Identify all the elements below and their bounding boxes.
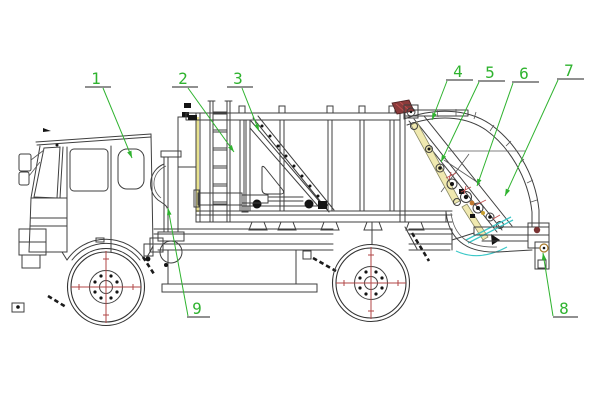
- packing-mechanism: [425, 145, 514, 257]
- front-wall-highlight: [196, 117, 199, 212]
- mirror-lower: [18, 171, 30, 186]
- ladder: [207, 100, 233, 223]
- callout-arrowhead: [167, 208, 172, 216]
- hydraulic-hose: [150, 163, 168, 209]
- rear-bumper: [473, 222, 550, 249]
- callout-leader: [504, 79, 559, 197]
- tailgate-shell-outer: [403, 110, 540, 228]
- tailgate: [391, 99, 550, 270]
- rear-wheel: [331, 243, 411, 323]
- body-bottom-rail: [195, 210, 453, 216]
- body-front-wall: [195, 112, 201, 223]
- cab: [11, 128, 164, 313]
- callout-arrowhead: [541, 253, 547, 261]
- front-mudflap: [47, 294, 67, 309]
- mirror: [18, 153, 32, 172]
- rear-wheel-center-mark: [336, 247, 406, 319]
- ejection-cylinder: [193, 189, 304, 208]
- roof-marker: [43, 128, 51, 132]
- callout-number: 2: [178, 69, 188, 88]
- callout-number: 1: [91, 69, 101, 88]
- callout-5: 5: [440, 63, 505, 163]
- pivot-pin: [481, 211, 485, 215]
- body-rear-wall: [399, 103, 406, 223]
- callout-leader: [542, 252, 554, 317]
- callout-number: 7: [564, 61, 574, 80]
- mudflap-behind-front-wheel: [141, 256, 156, 275]
- front-wheel: [66, 247, 146, 327]
- callout-number: 6: [519, 64, 529, 83]
- ejector-roller: [252, 199, 262, 209]
- tank-bracket: [157, 231, 185, 242]
- loader-link: [465, 216, 514, 244]
- ejector-roller: [304, 199, 314, 209]
- callout-leader: [102, 87, 133, 159]
- callout-arrowhead: [432, 112, 437, 120]
- callout-number: 5: [485, 63, 495, 82]
- callout-arrowhead: [127, 150, 132, 158]
- callout-number: 4: [453, 62, 463, 81]
- callout-leader: [241, 87, 260, 132]
- front-wheel-center-mark: [71, 251, 141, 323]
- door-window: [69, 148, 109, 192]
- callout-arrowhead: [254, 123, 259, 131]
- front-fender: [66, 238, 146, 261]
- tailgate-hinge: [391, 99, 415, 115]
- chassis: [141, 221, 475, 293]
- callout-number: 9: [192, 299, 202, 318]
- exhaust-stack: [143, 150, 185, 267]
- cab-rear-window: [117, 148, 145, 190]
- callout-leader: [187, 87, 235, 153]
- mudflap-behind-rear-wheel: [410, 232, 431, 262]
- ejector-plate: [241, 115, 335, 213]
- callout-number: 8: [559, 299, 569, 318]
- packer-cylinder: [461, 203, 489, 241]
- ejector-guide-rail: [252, 115, 335, 213]
- callout-leader: [440, 81, 480, 163]
- callout-arrowhead: [505, 188, 511, 196]
- ejector-cutout: [261, 165, 285, 195]
- callout-1: 1: [85, 69, 133, 159]
- hopper-trough: [445, 211, 533, 253]
- callouts: 1 2 3 4 5 6 7 8 9: [85, 61, 584, 318]
- callout-arrowhead: [477, 178, 482, 186]
- callout-4: 4: [431, 62, 473, 121]
- callout-leader: [476, 82, 514, 187]
- callout-6: 6: [476, 64, 539, 187]
- pivot-pin: [469, 200, 475, 206]
- tailgate-shell-inner: [406, 117, 533, 228]
- callout-arrowhead: [228, 144, 234, 152]
- cargo-body: [177, 100, 453, 223]
- body-ribs: [238, 105, 396, 212]
- callout-7: 7: [504, 61, 584, 197]
- callout-8: 8: [541, 252, 578, 318]
- callout-9: 9: [167, 207, 210, 318]
- side-skirt: [161, 283, 318, 293]
- callout-3: 3: [227, 69, 260, 132]
- tailgate-lift-cylinder: [410, 121, 461, 205]
- callout-2: 2: [172, 69, 235, 153]
- air-tank: [159, 240, 183, 264]
- hinge-pivot: [406, 107, 416, 117]
- bin-lifter-bracket: [534, 241, 550, 270]
- callout-leader: [167, 207, 189, 317]
- hydraulic-oil-tank: [177, 116, 197, 168]
- callout-arrowhead: [441, 154, 447, 162]
- callout-number: 3: [233, 69, 243, 88]
- bumper-bolt: [533, 226, 541, 234]
- mudflap-front-of-rear-wheel: [312, 256, 337, 273]
